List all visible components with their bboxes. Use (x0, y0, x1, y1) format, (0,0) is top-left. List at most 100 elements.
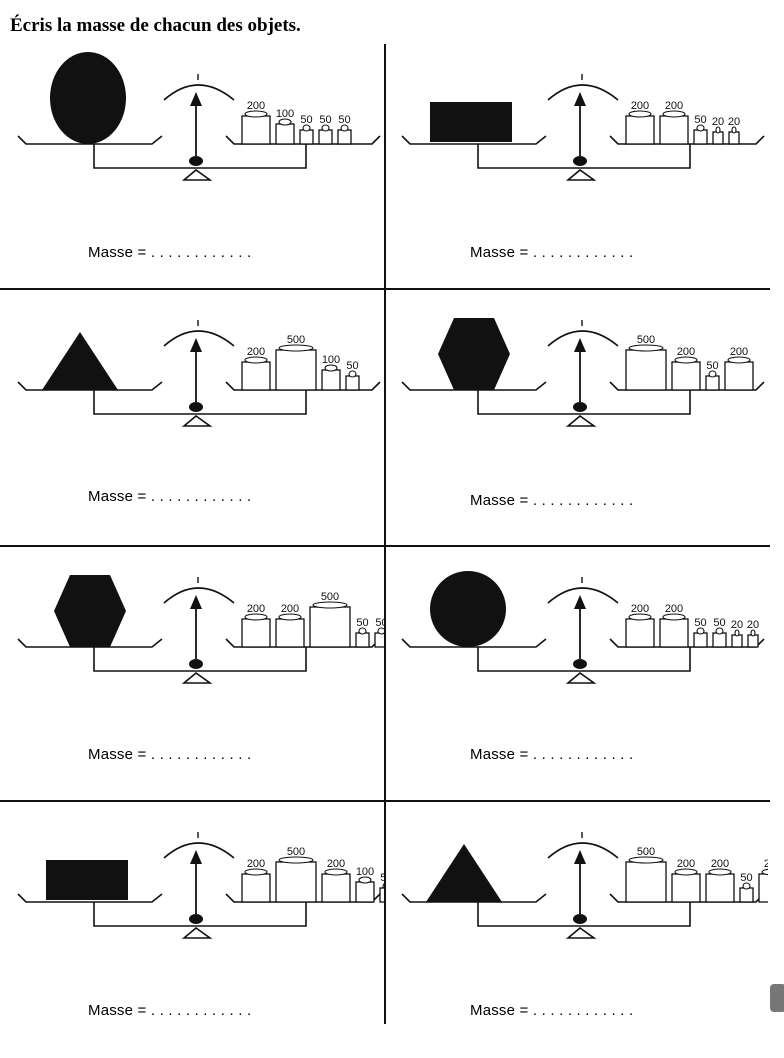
weight-handle (244, 868, 268, 876)
weight-handle (708, 868, 732, 876)
weight-label: 20 (731, 619, 743, 631)
pivot-knob (189, 156, 203, 166)
weight-block (731, 634, 743, 648)
weight-handle (278, 856, 314, 864)
object-hexagon (438, 318, 510, 390)
weight-handle (750, 629, 756, 637)
weight-handle (278, 344, 314, 352)
left-pan (17, 893, 163, 903)
weight-label: 200 (631, 603, 649, 615)
weight-handle (674, 356, 698, 364)
weight-block (374, 632, 384, 648)
balance-problem-8: 50020020050200Masse = . . . . . . . . . … (384, 802, 768, 1058)
weight-label: 200 (711, 858, 729, 870)
scroll-handle[interactable] (770, 984, 784, 1012)
balance-problem-5: 200200500505050Masse = . . . . . . . . .… (0, 547, 384, 803)
weight-block (241, 361, 271, 391)
weight-handle (628, 613, 652, 621)
weight-block (739, 887, 754, 903)
weight-label: 200 (247, 603, 265, 615)
weight-handle (348, 370, 357, 378)
weight-handle (278, 613, 302, 621)
balance-base (181, 414, 213, 427)
weight-handle (761, 868, 768, 876)
left-pan (401, 638, 547, 648)
weight-label: 20 (747, 619, 759, 631)
object-triangle (42, 332, 118, 390)
object-circle (430, 571, 506, 647)
weight-label: 200 (764, 858, 768, 870)
mass-answer-line: Masse = . . . . . . . . . . . . (470, 1002, 633, 1019)
weight-block (241, 873, 271, 903)
weight-handle (674, 868, 698, 876)
left-pan (17, 135, 163, 145)
dial-arc (547, 84, 619, 101)
weight-block (625, 115, 655, 145)
weight-handle (302, 124, 311, 132)
weight-handle (715, 627, 724, 635)
weight-handle (628, 110, 652, 118)
pointer-arrow (190, 595, 202, 609)
weight-block (671, 361, 701, 391)
weight-block (275, 123, 295, 145)
weight-handle (628, 344, 664, 352)
weight-block (379, 887, 384, 903)
weight-handle (734, 629, 740, 637)
mass-answer-line: Masse = . . . . . . . . . . . . (88, 1002, 251, 1019)
weight-label: 50 (375, 617, 384, 629)
weight-block (625, 349, 667, 391)
balance-scale-drawing: 20050020010050 (17, 832, 384, 939)
weight-handle (358, 627, 367, 635)
mass-answer-line: Masse = . . . . . . . . . . . . (470, 492, 633, 509)
pivot-knob (573, 659, 587, 669)
weight-handle (628, 856, 664, 864)
weight-label: 50 (300, 114, 312, 126)
weight-handle (340, 124, 349, 132)
balance-base (181, 168, 213, 181)
weight-block (659, 115, 689, 145)
weight-label: 100 (356, 866, 374, 878)
balance-beam (477, 902, 691, 927)
weight-handle (727, 356, 751, 364)
balance-beam (93, 647, 307, 672)
balance-base (181, 926, 213, 939)
pivot-knob (573, 156, 587, 166)
mass-answer-line: Masse = . . . . . . . . . . . . (470, 244, 633, 261)
dial-arc (163, 330, 235, 347)
mass-label: Masse = (88, 244, 151, 261)
weight-block (712, 632, 727, 648)
weight-handle (244, 110, 268, 118)
weight-handle (312, 601, 348, 609)
weight-block (318, 129, 333, 145)
pivot-knob (189, 659, 203, 669)
pointer-arrow (574, 850, 586, 864)
dial-arc (547, 587, 619, 604)
answer-dots: . . . . . . . . . . . . (150, 746, 252, 763)
answer-dots: . . . . . . . . . . . . (150, 1002, 252, 1019)
mass-label: Masse = (470, 492, 533, 509)
weight-label: 100 (276, 108, 294, 120)
mass-label: Masse = (88, 488, 151, 505)
weight-block (758, 873, 768, 903)
weight-label: 50 (356, 617, 368, 629)
column-divider (384, 44, 386, 1024)
weight-label: 50 (380, 872, 384, 884)
weight-block (705, 375, 720, 391)
pointer-arrow (574, 595, 586, 609)
weight-label: 50 (740, 872, 752, 884)
weight-block (241, 115, 271, 145)
dial-arc (163, 587, 235, 604)
object-triangle (426, 844, 502, 902)
balance-base (565, 168, 597, 181)
weight-label: 50 (713, 617, 725, 629)
answer-dots: . . . . . . . . . . . . (532, 1002, 634, 1019)
pivot-knob (573, 914, 587, 924)
